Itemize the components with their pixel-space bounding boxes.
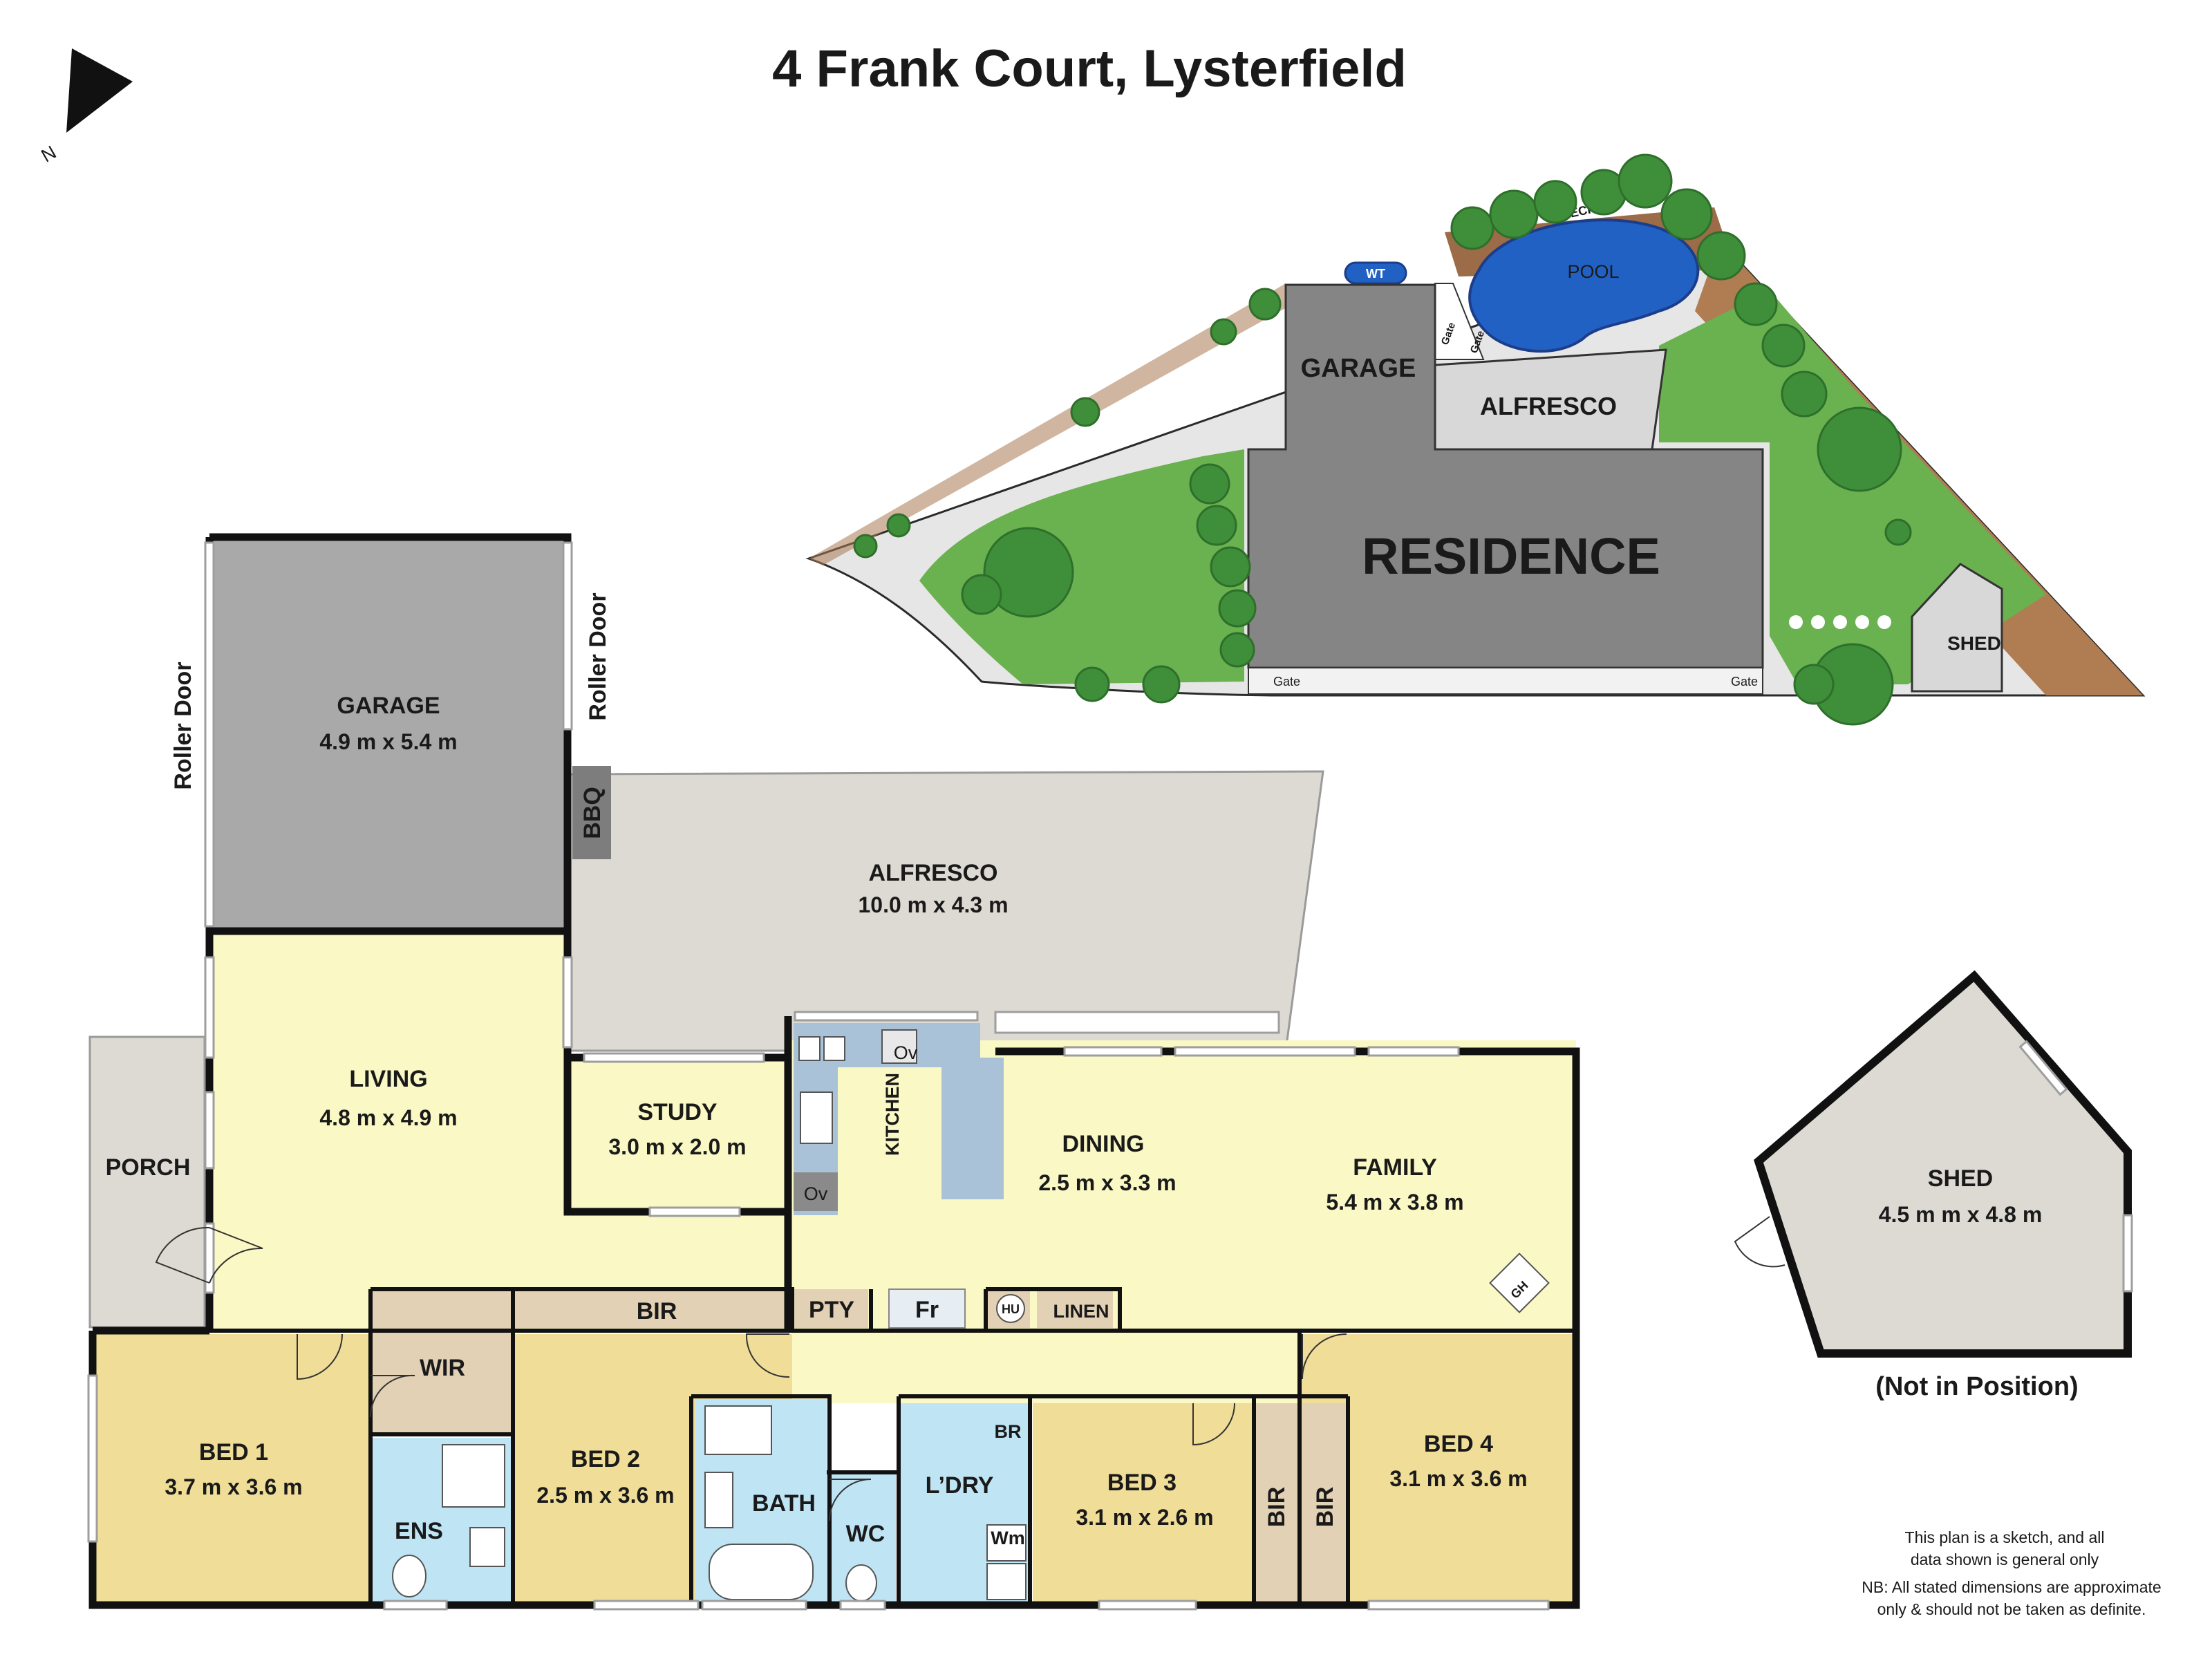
kitchen-island <box>941 1023 1004 1199</box>
wm-label: Wm <box>991 1528 1025 1548</box>
bed-4-label: BED 4 <box>1424 1431 1493 1457</box>
porch-label: PORCH <box>106 1154 191 1181</box>
site-gate-label: Gate <box>1273 675 1300 688</box>
site-residence-label: RESIDENCE <box>1362 527 1660 585</box>
lawn-west <box>919 449 1244 684</box>
oven <box>881 1029 917 1064</box>
fixtures <box>392 1036 1550 1602</box>
hu-label: HU <box>1002 1302 1020 1316</box>
disclaimer: This plan is a sketch, and all data show… <box>1862 1528 2161 1618</box>
site-gate-label: Gate <box>1731 675 1758 688</box>
disclaimer-line-1: This plan is a sketch, and all <box>1905 1528 2105 1546</box>
garage-dims: 4.9 m x 5.4 m <box>319 729 457 754</box>
pantry <box>792 1289 868 1328</box>
roller-door-left-label: Roller Door <box>170 662 196 789</box>
family-dims: 5.4 m x 3.8 m <box>1326 1190 1463 1215</box>
bed-1 <box>93 1334 371 1604</box>
shed-plan: SHED 4.5 m m x 4.8 m (Not in Position) <box>1734 970 2133 1401</box>
wc-label: WC <box>846 1521 885 1547</box>
pantry-label: PTY <box>809 1297 854 1323</box>
family-label: FAMILY <box>1353 1154 1437 1181</box>
laundry-label: L’DRY <box>926 1472 994 1499</box>
shed-position-note: (Not in Position) <box>1875 1372 2078 1401</box>
alfresco-label: ALFRESCO <box>869 860 998 886</box>
disclaimer-line-3: NB: All stated dimensions are approximat… <box>1862 1578 2161 1596</box>
north-label: N <box>38 142 60 167</box>
fridge <box>888 1288 966 1329</box>
bath-label: BATH <box>752 1490 816 1517</box>
oven-label: Ov <box>894 1042 918 1063</box>
house-floor-plan: GARAGE 4.9 m x 5.4 m Roller Door Roller … <box>87 533 1580 1611</box>
bed-2-dims: 2.5 m x 3.6 m <box>536 1483 674 1508</box>
disclaimer-line-4: only & should not be taken as definite. <box>1877 1600 2146 1618</box>
bed-4-dims: 3.1 m x 3.6 m <box>1389 1466 1527 1491</box>
linen <box>1037 1289 1113 1328</box>
oven-label: Ov <box>804 1183 828 1204</box>
linen-label: LINEN <box>1053 1301 1109 1322</box>
site-pool-label: POOL <box>1567 261 1619 282</box>
page-title: 4 Frank Court, Lysterfield <box>772 39 1407 98</box>
kitchen-label: KITCHEN <box>882 1073 903 1156</box>
shed-dims: 4.5 m m x 4.8 m <box>1879 1202 2043 1227</box>
bbq <box>572 766 611 859</box>
doors <box>155 1226 1347 1521</box>
site-plan: POOL DECK WT Gate Gate ALFRESCO GARAGE R… <box>805 153 2146 726</box>
site-alfresco-label: ALFRESCO <box>1480 392 1617 420</box>
dining-dims: 2.5 m x 3.3 m <box>1038 1170 1176 1195</box>
bir-label: BIR <box>637 1298 677 1324</box>
living-dims: 4.8 m x 4.9 m <box>319 1105 457 1130</box>
site-trees <box>853 153 1912 726</box>
bed-3-label: BED 3 <box>1107 1470 1177 1496</box>
fridge-label: Fr <box>915 1297 939 1323</box>
bir-hall <box>513 1289 792 1328</box>
br-label: BR <box>995 1421 1022 1442</box>
study <box>568 1058 789 1211</box>
site-water-tank <box>1344 261 1407 285</box>
site-wt-label: WT <box>1366 267 1385 281</box>
windows <box>87 541 1550 1611</box>
bed-1-label: BED 1 <box>199 1439 268 1465</box>
alfresco-dims: 10.0 m x 4.3 m <box>858 892 1008 917</box>
north-arrow-icon: N <box>38 48 133 167</box>
living-zone <box>209 931 1576 1331</box>
bir-bed4 <box>1302 1403 1347 1604</box>
bed-1-dims: 3.7 m x 3.6 m <box>165 1474 302 1499</box>
disclaimer-line-2: data shown is general only <box>1911 1550 2099 1568</box>
site-pool <box>1468 218 1700 353</box>
bir-bed3 <box>1254 1403 1298 1604</box>
dining-label: DINING <box>1062 1131 1145 1157</box>
bir-bed3-label: BIR <box>1264 1487 1290 1528</box>
site-shed <box>1911 563 2003 693</box>
garage-label: GARAGE <box>337 693 440 719</box>
site-shed-label: SHED <box>1947 632 2001 654</box>
study-label: STUDY <box>637 1099 718 1125</box>
bed-3-dims: 3.1 m x 2.6 m <box>1076 1505 1213 1530</box>
bir-bed4-label: BIR <box>1312 1487 1338 1528</box>
ensuite-label: ENS <box>395 1518 443 1544</box>
study-dims: 3.0 m x 2.0 m <box>608 1134 746 1159</box>
wir <box>371 1289 513 1434</box>
garage <box>209 537 568 931</box>
bed-2-label: BED 2 <box>571 1446 640 1472</box>
bbq-label: BBQ <box>579 787 606 839</box>
shed-label: SHED <box>1928 1165 1993 1192</box>
roller-door-right-label: Roller Door <box>585 592 611 720</box>
wir-label: WIR <box>420 1355 465 1381</box>
living-label: LIVING <box>349 1066 427 1092</box>
site-garage-label: GARAGE <box>1301 354 1416 383</box>
porch <box>88 1035 206 1329</box>
